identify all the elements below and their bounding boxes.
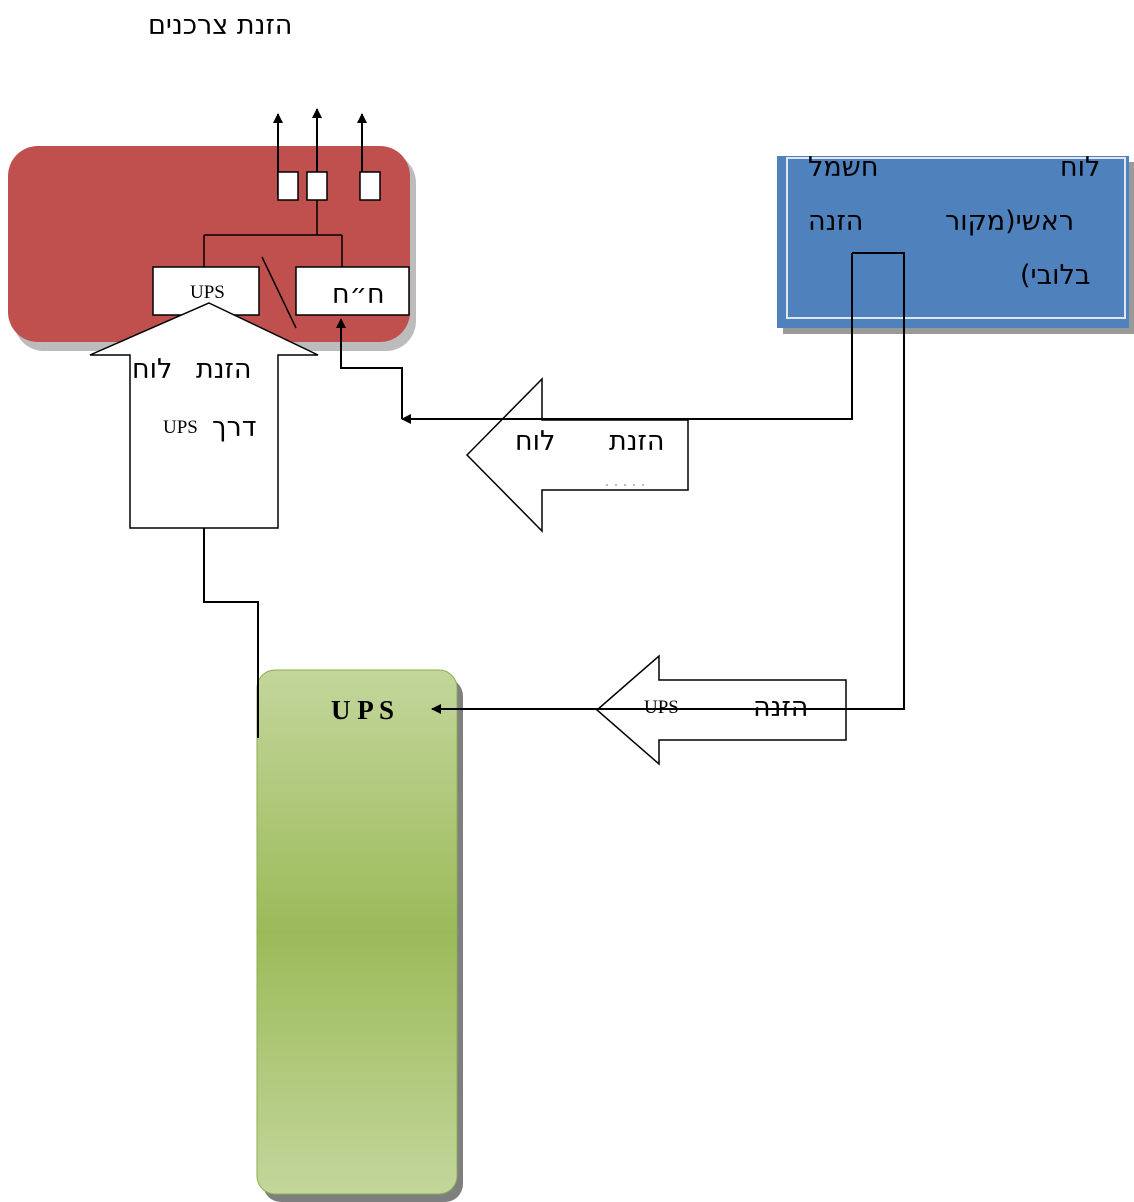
consumer-ups-label: UPS [190, 282, 225, 303]
ups-unit [256, 669, 463, 1202]
ups-unit-label: U P S [331, 695, 395, 725]
main-electrical-panel [777, 156, 1134, 334]
arrow-panel-via-ups-text: UPS [163, 417, 198, 438]
main-panel-text: בלובי) [1020, 260, 1091, 291]
arrow-panel-feed-text: הזנת [609, 426, 665, 457]
bus-bar [203, 200, 343, 329]
arrow-panel-via-ups-text: הזנת [196, 354, 252, 385]
consumer-mains-label: ח״ח [332, 279, 385, 310]
main-panel-text: הזנה [808, 206, 864, 237]
arrow-panel-via-ups-text: דרך [212, 412, 257, 443]
arrow-panel-feed-text: לוח [515, 426, 556, 457]
arrow-ups-feed-text: UPS [644, 697, 679, 718]
breaker-boxes [277, 171, 381, 201]
main-panel-text: חשמל [808, 152, 879, 183]
arrow-panel-feed [465, 377, 689, 533]
arrow-ups-feed-text: הזנה [753, 692, 809, 723]
main-panel-text: ראשי(מקור [945, 206, 1075, 237]
feed-wires [203, 252, 905, 738]
main-panel-text: לוח [1060, 152, 1101, 183]
consumers-feed-title: הזנת צרכנים [148, 10, 293, 41]
arrow-panel-via-ups-text: לוח [132, 354, 173, 385]
consumer-mains-box [295, 266, 410, 316]
